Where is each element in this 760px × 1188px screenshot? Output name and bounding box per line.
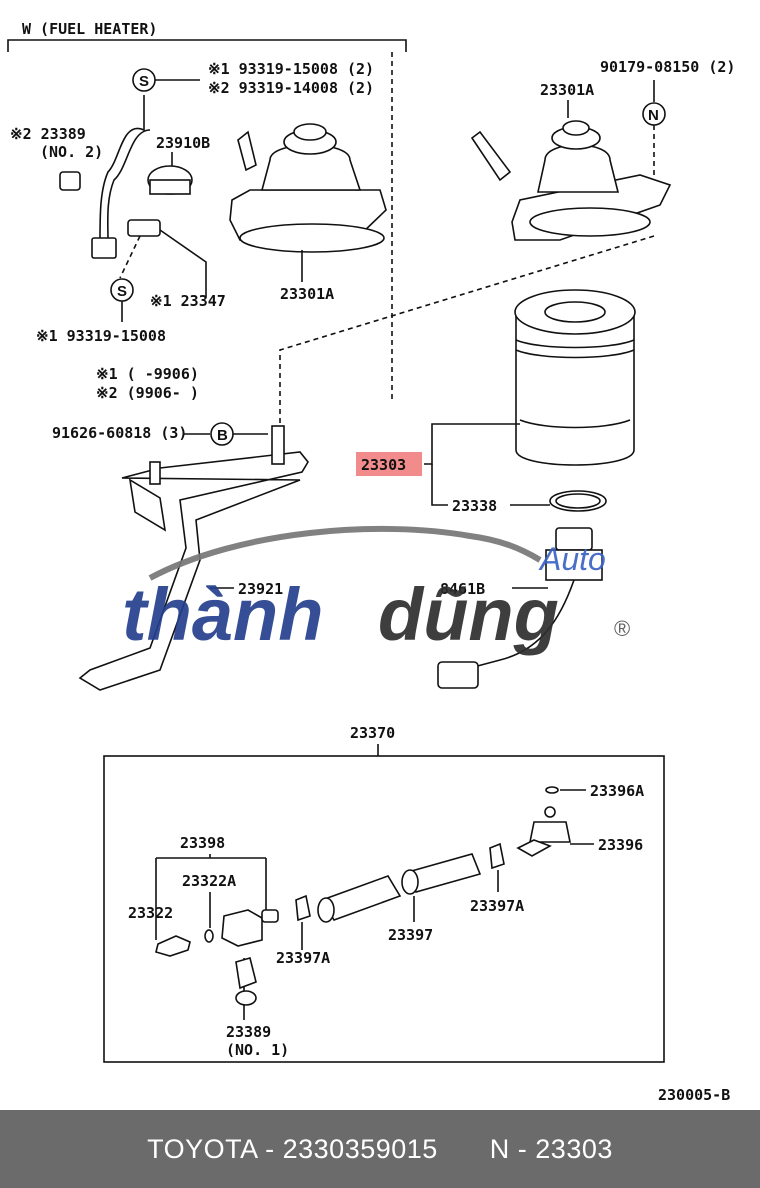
label-23396a: 23396A [590, 782, 644, 800]
hose-23397 [317, 853, 482, 923]
label-23389-no2: ※2 23389 [10, 125, 86, 143]
label-23338: 23338 [452, 497, 497, 515]
label-8461b: 8461B [440, 580, 485, 598]
dash-assembly [279, 235, 655, 425]
footer-part-number: TOYOTA - 2330359015 [147, 1133, 438, 1164]
clip-23397a-right [489, 842, 505, 870]
fuel-heater-header: W (FUEL HEATER) [22, 20, 157, 38]
label-23347: ※1 23347 [150, 292, 226, 310]
label-23398: 23398 [180, 834, 225, 852]
label-23389-no1: 23389 [226, 1023, 271, 1041]
watermark-text-dark: dũng [378, 573, 559, 656]
svg-text:B: B [217, 427, 228, 444]
filter-head-right [470, 120, 672, 241]
label-23397a-right: 23397A [470, 897, 524, 915]
leader-23398 [156, 854, 266, 859]
label-23397a-left: 23397A [276, 949, 330, 967]
marker-n: N [642, 102, 666, 126]
bracket-23921 [78, 425, 309, 691]
label-23322: 23322 [128, 904, 173, 922]
label-23301a-left: 23301A [280, 285, 334, 303]
label-93319-15008: ※1 93319-15008 [36, 327, 166, 345]
label-23301a-top: 23301A [540, 81, 594, 99]
clip-23397a-left [295, 894, 311, 922]
fuel-filter-23303 [514, 289, 636, 466]
leader-23338-up [431, 464, 448, 506]
hose-kit-box [103, 755, 665, 1063]
cap-23396a [545, 786, 559, 794]
label-23389-no2-sub: (NO. 2) [40, 143, 103, 161]
watermark-registered: ® [614, 616, 630, 641]
header-bracket [7, 39, 407, 52]
watermark-logo: thành dũng Auto ® [122, 525, 630, 656]
sensor-23389-no1 [235, 957, 257, 1006]
filter-head-left [229, 123, 387, 253]
highlight-23303 [356, 452, 422, 476]
marker-s-bottom: S [110, 278, 134, 302]
label-90179-08150: 90179-08150 (2) [600, 58, 735, 76]
fitting-23396 [516, 806, 571, 857]
marker-b: B [210, 422, 234, 446]
label-23370: 23370 [350, 724, 395, 742]
label-23322a: 23322A [182, 872, 236, 890]
water-sensor-assembly [437, 527, 603, 689]
svg-text:S: S [117, 283, 127, 300]
leader-23347 [159, 229, 207, 298]
valve-assembly [155, 909, 279, 957]
dash-to-s-bottom [119, 235, 141, 279]
label-23921: 23921 [238, 580, 283, 598]
leader-23303 [424, 423, 520, 465]
parts-diagram: W (FUEL HEATER) ※2 23389 (NO. 2) S ※1 93… [7, 20, 735, 1104]
leader-23398-sides [155, 858, 267, 940]
watermark-sub: Auto [538, 541, 606, 577]
label-23397: 23397 [388, 926, 433, 944]
label-23396: 23396 [598, 836, 643, 854]
label-23910b: 23910B [156, 134, 210, 152]
label-23303: 23303 [361, 456, 406, 474]
svg-text:N: N [648, 107, 659, 124]
label-93319-15008-2: ※1 93319-15008 (2) [208, 60, 374, 78]
footer-bar: TOYOTA - 2330359015 N - 23303 [0, 1110, 760, 1188]
svg-text:S: S [139, 73, 149, 90]
watermark-text-light: thành [122, 573, 323, 656]
fuel-heater-harness [59, 95, 193, 259]
label-note-1: ※1 ( -9906) [96, 365, 199, 383]
watermark-swoosh [148, 525, 542, 581]
footer-ref-number: N - 23303 [489, 1133, 613, 1164]
label-23389-no1-sub: (NO. 1) [226, 1041, 289, 1059]
marker-s-top: S [132, 68, 156, 92]
label-note-2: ※2 (9906- ) [96, 384, 199, 402]
label-93319-14008-2: ※2 93319-14008 (2) [208, 79, 374, 97]
label-91626-60818: 91626-60818 (3) [52, 424, 187, 442]
label-diagram-code: 230005-B [658, 1086, 730, 1104]
